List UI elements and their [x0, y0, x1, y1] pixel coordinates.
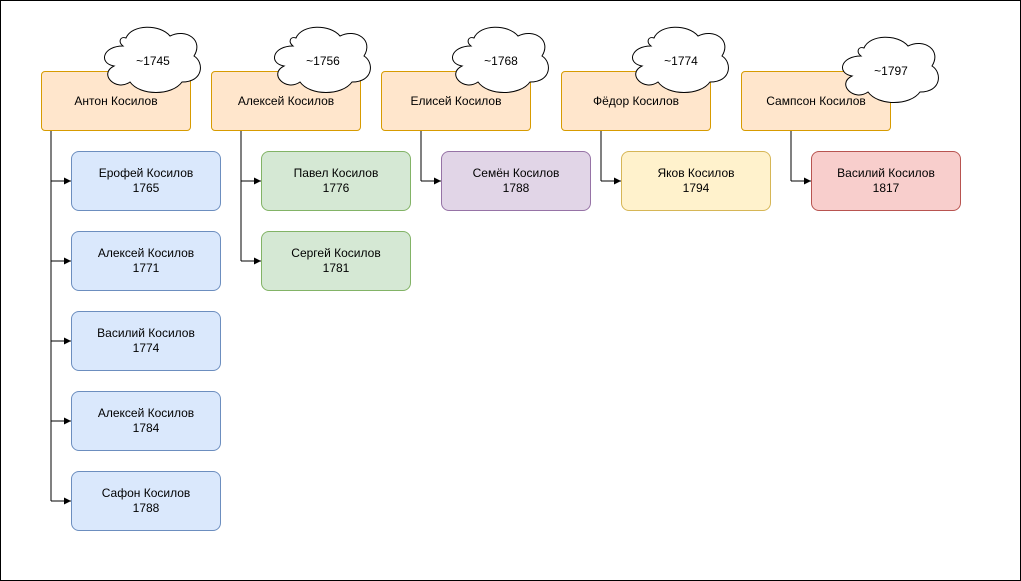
child-name: Василий Косилов — [97, 326, 195, 340]
parent-node[interactable]: Фёдор Косилов — [561, 71, 711, 131]
parent-node[interactable]: Антон Косилов — [41, 71, 191, 131]
child-year: 1794 — [682, 181, 710, 195]
parent-name: Сампсон Косилов — [766, 93, 866, 108]
child-name: Семён Косилов — [472, 166, 560, 180]
child-year: 1788 — [132, 501, 160, 515]
child-year: 1817 — [872, 181, 900, 195]
parent-node[interactable]: Сампсон Косилов — [741, 71, 891, 131]
parent-node[interactable]: Алексей Косилов — [211, 71, 361, 131]
child-name: Ерофей Косилов — [98, 166, 194, 180]
parent-name: Антон Косилов — [74, 93, 158, 108]
child-name: Алексей Косилов — [97, 406, 195, 420]
parent-name: Фёдор Косилов — [592, 93, 680, 108]
child-name: Василий Косилов — [837, 166, 935, 180]
child-name: Алексей Косилов — [97, 246, 195, 260]
child-year: 1774 — [132, 341, 160, 355]
child-year: 1781 — [322, 261, 350, 275]
child-name: Павел Косилов — [293, 166, 379, 180]
parent-name: Алексей Косилов — [237, 93, 335, 108]
child-name: Сафон Косилов — [101, 486, 191, 500]
parent-name: Елисей Косилов — [410, 93, 502, 108]
child-year: 1788 — [502, 181, 530, 195]
parent-node[interactable]: Елисей Косилов — [381, 71, 531, 131]
child-year: 1784 — [132, 421, 160, 435]
child-year: 1765 — [132, 181, 160, 195]
child-year: 1771 — [132, 261, 160, 275]
child-year: 1776 — [322, 181, 350, 195]
child-name: Сергей Косилов — [291, 246, 381, 260]
child-name: Яков Косилов — [657, 166, 735, 180]
